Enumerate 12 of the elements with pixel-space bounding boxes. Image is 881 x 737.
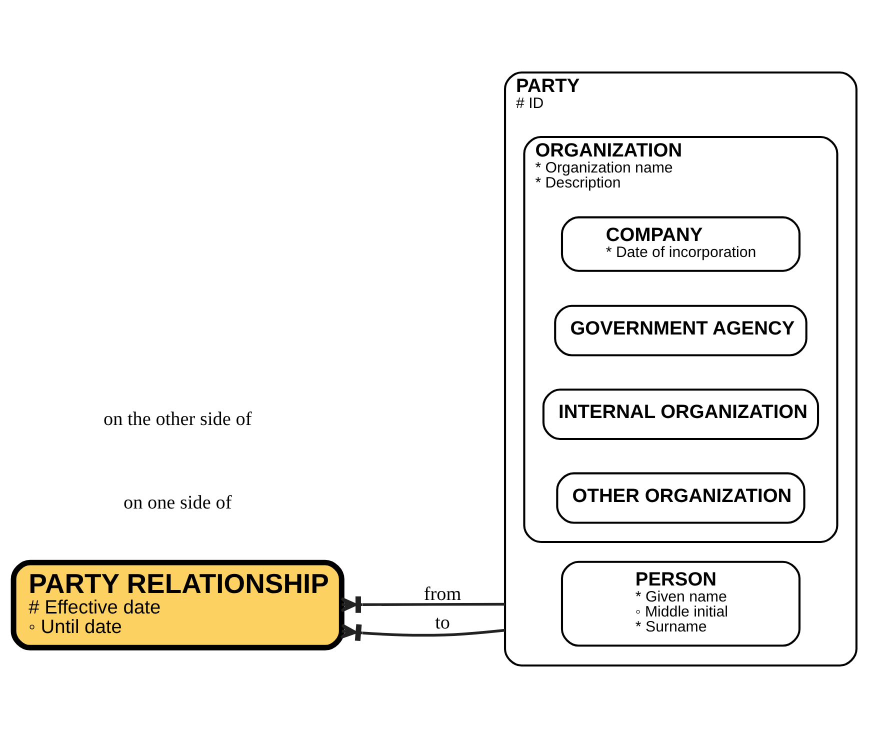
connector	[340, 623, 506, 641]
node-box: PARTY RELATIONSHIP # Effective date ◦ Until date	[10, 559, 344, 650]
edge-label: to	[435, 612, 450, 634]
label: on the other side of	[103, 408, 252, 430]
node-box: COMPANY * Date of incorporation	[560, 216, 801, 272]
label: on one side of	[123, 492, 232, 514]
node-box: INTERNAL ORGANIZATION	[542, 388, 820, 440]
node-box: GOVERNMENT AGENCY	[554, 304, 808, 356]
edge-label: from	[424, 583, 462, 604]
node-box: OTHER ORGANIZATION	[556, 472, 806, 524]
node-box: PERSON * Given name ◦ Middle initial * Surname	[560, 560, 801, 646]
connector	[340, 596, 506, 612]
